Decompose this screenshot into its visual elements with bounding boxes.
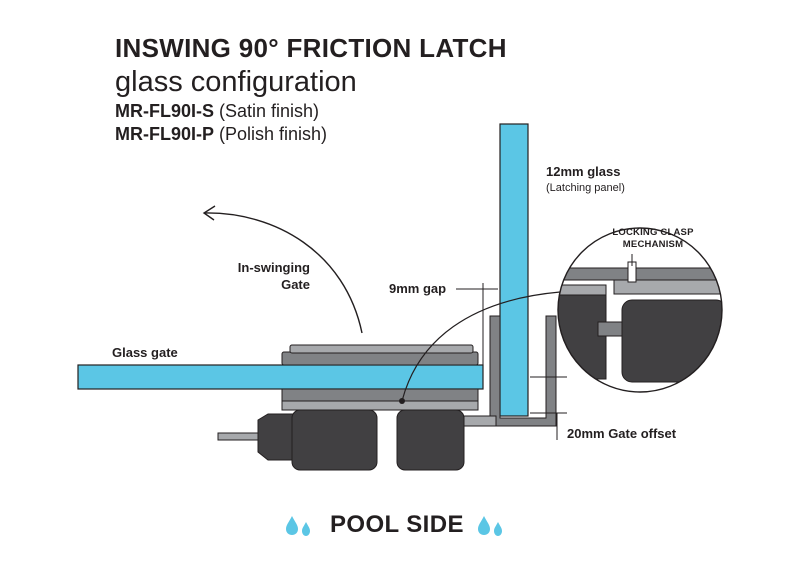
latch-lower-plate	[281, 388, 479, 402]
label-inswing-gate: In-swinging Gate	[237, 260, 310, 292]
water-drop-icon	[286, 516, 310, 536]
latch-knob-left	[257, 413, 294, 461]
latch-rod	[217, 432, 265, 441]
arrow-head	[202, 205, 216, 221]
latch-bracket	[489, 315, 557, 427]
label-locking-clasp: LOCKING CLASP MECHANISM	[612, 227, 694, 250]
latch-block-right	[396, 409, 465, 471]
label-glass-panel: 12mm glass	[546, 164, 621, 179]
latch-block-left	[291, 409, 378, 471]
latching-glass-panel	[499, 123, 529, 417]
pool-side-footer: POOL SIDE	[284, 506, 504, 546]
latch-top-cap	[289, 344, 474, 354]
model-code-satin: MR-FL90I-S	[115, 101, 214, 121]
page-subtitle: glass configuration	[115, 66, 357, 98]
latch-top-plate	[281, 351, 479, 366]
latch-lower-strip	[281, 400, 479, 411]
model-finish-polish: (Polish finish)	[219, 124, 328, 144]
swing-arrow-icon	[204, 212, 363, 334]
label-glass-panel-sub: (Latching panel)	[546, 182, 625, 194]
detail-leader	[401, 291, 561, 402]
label-glass-gate: Glass gate	[112, 345, 178, 360]
label-gap: 9mm gap	[389, 281, 447, 296]
model-polish: MR-FL90I-P (Polish finish)	[115, 123, 575, 146]
model-code-polish: MR-FL90I-P	[115, 124, 214, 144]
pool-side-label: POOL SIDE	[330, 511, 464, 538]
detail-magnifier	[558, 228, 722, 392]
detail-circle-outline	[557, 227, 723, 393]
bracket-arm	[463, 415, 497, 427]
model-satin: MR-FL90I-S (Satin finish)	[115, 100, 575, 123]
page-title: INSWING 90° FRICTION LATCH	[115, 33, 507, 63]
label-gate-offset: 20mm Gate offset	[567, 426, 677, 441]
model-finish-satin: (Satin finish)	[219, 101, 320, 121]
glass-gate-panel	[77, 364, 484, 390]
water-drop-icon	[478, 516, 502, 536]
detail-leader-dot	[399, 398, 405, 404]
header: INSWING 90° FRICTION LATCH glass configu…	[115, 33, 575, 146]
